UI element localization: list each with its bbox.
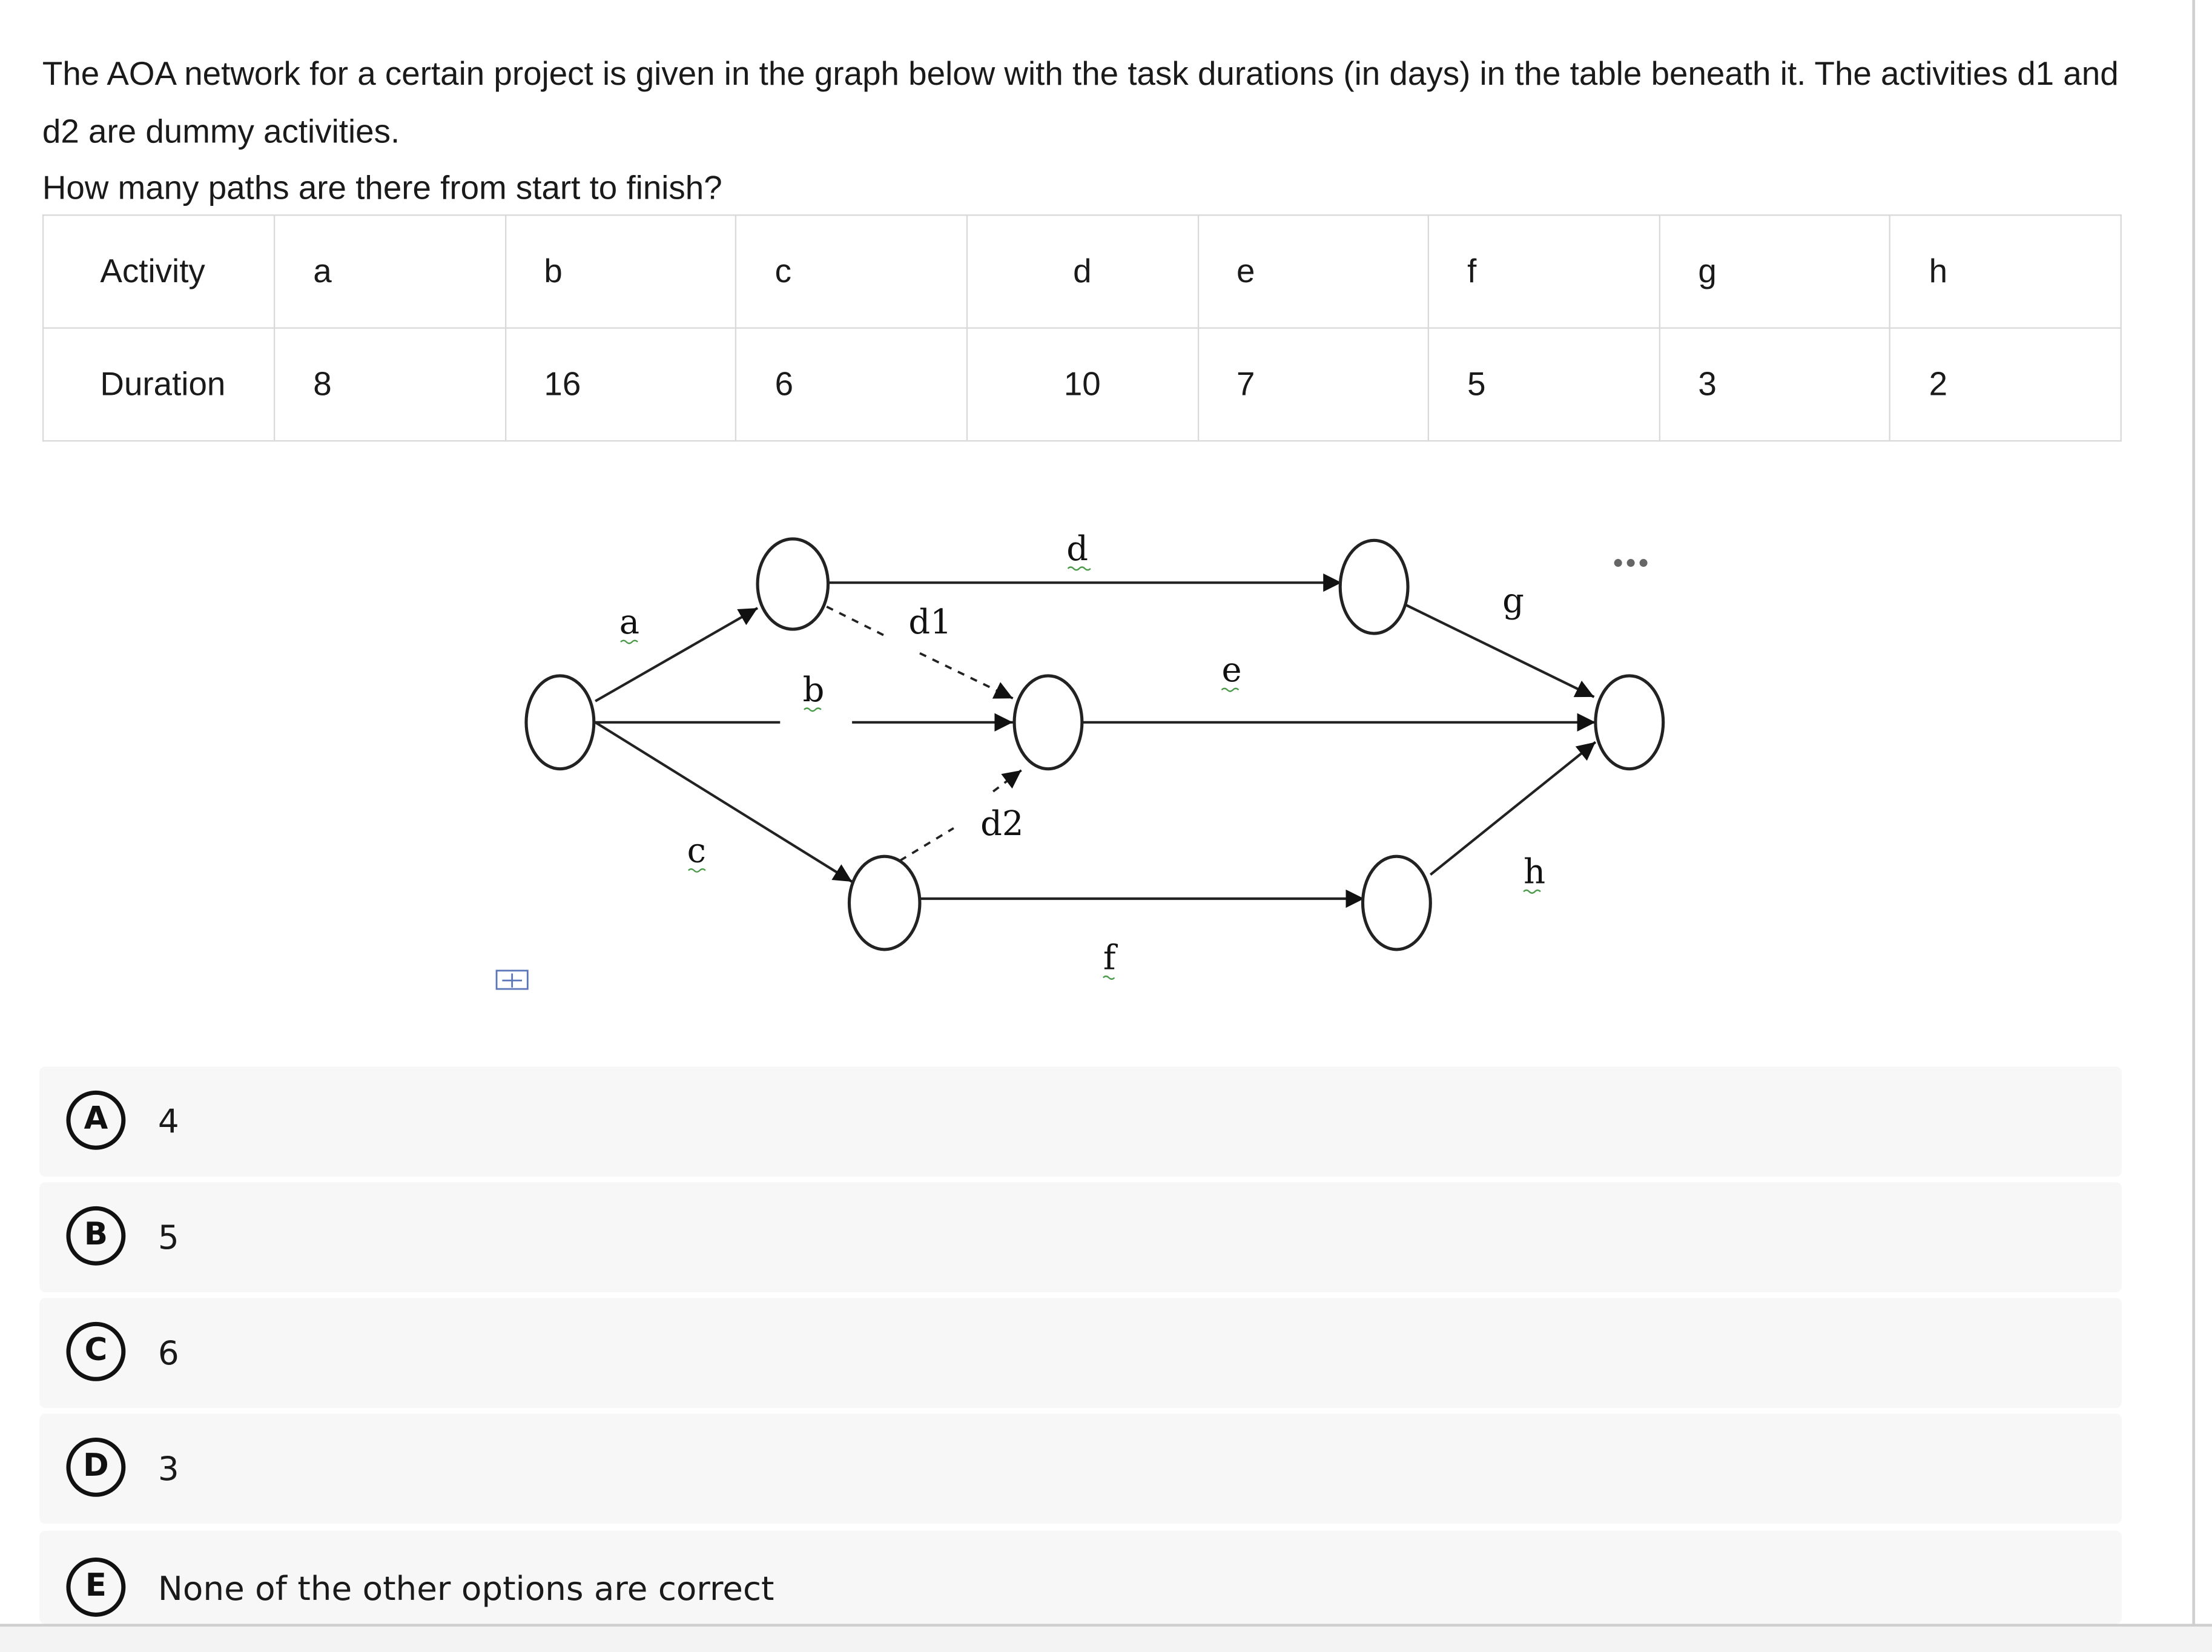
duration-cell: 6 <box>735 327 968 442</box>
activity-row: Activity a b c d e f g h <box>42 214 2122 329</box>
label-f: f <box>1103 939 1118 978</box>
activity-cell: d <box>966 214 1199 329</box>
arrow-c <box>595 721 853 883</box>
answer-option-d[interactable]: D 3 <box>39 1413 2122 1524</box>
duration-cell: 8 <box>273 327 506 442</box>
node-after-f <box>1361 854 1432 951</box>
dummy-arrow-d2-end <box>992 769 1022 793</box>
activity-cell: e <box>1197 214 1430 329</box>
option-letter-badge: D <box>66 1437 126 1497</box>
node-after-a <box>756 537 830 631</box>
activity-cell: g <box>1659 214 1891 329</box>
bottom-bar <box>0 1627 2212 1652</box>
dummy-arrow-d1-start <box>826 606 886 638</box>
activity-header: Activity <box>42 214 276 329</box>
dummy-arrow-d1-end <box>919 652 1014 699</box>
option-letter-badge: C <box>66 1321 126 1381</box>
move-anchor-icon[interactable] <box>495 970 529 990</box>
label-underline <box>688 868 706 873</box>
node-finish <box>1594 674 1665 771</box>
activity-cell: h <box>1889 214 2122 329</box>
label-underline <box>1221 687 1240 692</box>
option-text: 5 <box>157 1217 179 1257</box>
node-start <box>524 674 596 771</box>
duration-cell: 7 <box>1197 327 1430 442</box>
duration-row: Duration 8 16 6 10 7 5 3 2 <box>42 327 2122 442</box>
label-b: b <box>803 670 825 710</box>
option-letter-badge: B <box>66 1206 126 1266</box>
duration-cell: 3 <box>1659 327 1891 442</box>
option-text: 4 <box>157 1102 179 1142</box>
question-text: The AOA network for a certain project is… <box>42 45 2130 217</box>
answer-option-a[interactable]: A 4 <box>39 1066 2122 1177</box>
arrow-a <box>595 607 759 702</box>
question-line-2: How many paths are there from start to f… <box>42 169 722 206</box>
duration-header: Duration <box>42 327 276 442</box>
option-letter-badge: E <box>66 1557 126 1617</box>
scroll-divider <box>2192 0 2194 1625</box>
label-e: e <box>1222 650 1242 690</box>
option-text: None of the other options are correct <box>157 1568 774 1608</box>
activity-cell: a <box>273 214 506 329</box>
question-line-1: The AOA network for a certain project is… <box>42 55 2119 149</box>
dummy-arrow-d2-start <box>899 827 954 862</box>
node-after-c <box>847 854 922 951</box>
answer-option-c[interactable]: C 6 <box>39 1298 2122 1409</box>
label-underline <box>620 639 638 644</box>
label-g: g <box>1502 581 1524 621</box>
label-underline <box>1103 975 1115 980</box>
duration-cell: 2 <box>1889 327 2122 442</box>
option-text: 3 <box>157 1449 179 1488</box>
activity-cell: c <box>735 214 968 329</box>
duration-cell: 10 <box>966 327 1199 442</box>
label-d2: d2 <box>980 804 1023 844</box>
answer-option-e[interactable]: E None of the other options are correct <box>39 1530 2122 1624</box>
label-a: a <box>619 603 639 642</box>
duration-cell: 16 <box>504 327 737 442</box>
arrow-h <box>1430 741 1597 876</box>
label-h: h <box>1524 852 1545 891</box>
activity-cell: f <box>1427 214 1660 329</box>
label-underline <box>1067 566 1091 571</box>
label-underline <box>1523 889 1541 894</box>
aoa-network-diagram: a b c d e f g h d1 d2 <box>495 529 1665 990</box>
node-after-b <box>1012 674 1084 771</box>
option-text: 6 <box>157 1333 179 1373</box>
label-d: d <box>1066 529 1088 569</box>
activity-cell: b <box>504 214 737 329</box>
arrow-g <box>1405 604 1595 698</box>
more-horizontal-icon[interactable] <box>1614 559 1648 567</box>
option-letter-badge: A <box>66 1090 126 1150</box>
answer-option-b[interactable]: B 5 <box>39 1182 2122 1293</box>
label-underline <box>804 707 822 712</box>
node-after-d <box>1338 538 1410 635</box>
duration-table: Activity a b c d e f g h Duration 8 16 6… <box>42 214 2122 442</box>
label-c: c <box>687 831 706 870</box>
bottom-divider <box>0 1624 2212 1626</box>
label-d1: d1 <box>908 603 951 642</box>
duration-cell: 5 <box>1427 327 1660 442</box>
